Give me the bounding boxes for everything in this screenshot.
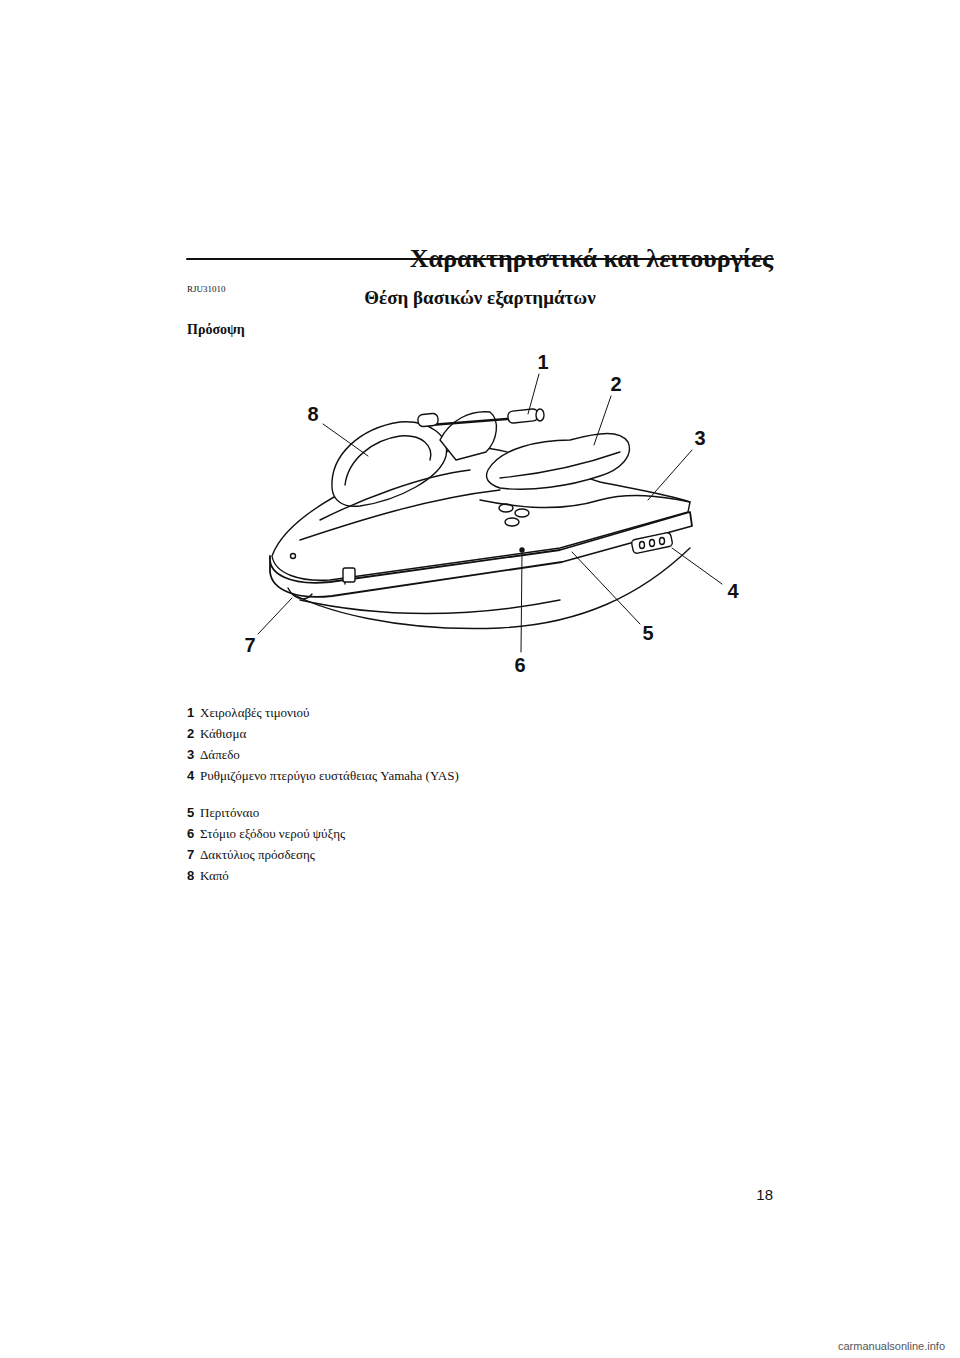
rub-rail <box>270 512 692 597</box>
handlebar <box>430 418 520 425</box>
list-number: 2 <box>187 726 194 742</box>
list-number: 4 <box>187 768 194 784</box>
part-name: Χειρολαβές τιμονιού <box>200 705 309 721</box>
list-number: 6 <box>187 826 194 842</box>
rail-clip <box>343 568 355 582</box>
part-name: Δάπεδο <box>200 747 240 763</box>
callout-number: 5 <box>642 621 653 645</box>
vent <box>515 509 529 517</box>
watermark: carmanualsonline.info <box>838 1340 945 1353</box>
callout-number: 6 <box>514 653 525 677</box>
yas-fin <box>631 532 673 554</box>
seat <box>487 434 630 490</box>
grip-end <box>536 409 544 421</box>
view-heading: Πρόσοψη <box>187 322 245 339</box>
steering-column <box>440 412 496 460</box>
fin-hole <box>660 538 665 545</box>
part-name: Στόμιο εξόδου νερού ψύξης <box>200 826 345 842</box>
callout-number: 8 <box>307 402 318 426</box>
callout-number: 4 <box>727 579 738 603</box>
list-number: 5 <box>187 805 194 821</box>
leader-lines <box>258 374 722 652</box>
list-number: 1 <box>187 705 194 721</box>
part-name: Δακτύλιος πρόσδεσης <box>200 847 315 863</box>
callout-number: 3 <box>694 426 705 450</box>
list-number: 8 <box>187 868 194 884</box>
grip <box>417 413 438 427</box>
reference-code: RJU31010 <box>187 284 226 295</box>
section-heading: Θέση βασικών εξαρτημάτων <box>364 287 595 310</box>
part-name: Περιτόναιο <box>200 805 259 821</box>
seat-seam <box>500 452 620 478</box>
part-name: Ρυθμιζόμενο πτερύγιο ευστάθειας Yamaha (… <box>200 768 462 785</box>
cooling-outlet <box>520 548 524 552</box>
fin-hole <box>650 540 655 547</box>
page-number: 18 <box>756 1186 773 1204</box>
callout-number: 2 <box>610 372 621 396</box>
part-name: Καπό <box>200 868 229 884</box>
vent <box>505 518 519 526</box>
vent <box>499 504 513 512</box>
hood <box>332 422 447 506</box>
callout-number: 1 <box>537 350 548 374</box>
bow-light <box>291 554 296 559</box>
deck-line <box>300 490 500 540</box>
grip <box>507 408 538 423</box>
fin-hole <box>640 542 645 549</box>
bow-eye <box>288 588 312 599</box>
deck-line <box>320 470 470 520</box>
list-number: 3 <box>187 747 194 763</box>
running-header: Χαρακτηριστικά και λειτουργίες <box>410 243 773 274</box>
part-name: Κάθισμα <box>200 726 246 742</box>
hood-crease <box>345 436 431 485</box>
callout-number: 7 <box>244 633 255 657</box>
list-number: 7 <box>187 847 194 863</box>
